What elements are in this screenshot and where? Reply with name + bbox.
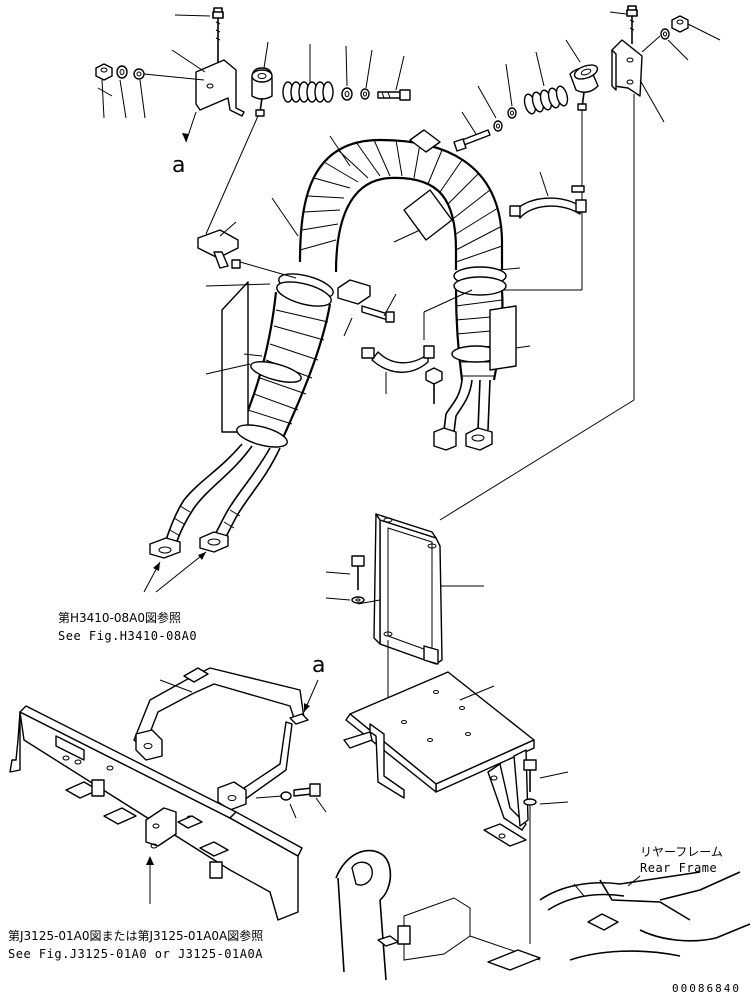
rear-frame-jp: リヤーフレーム xyxy=(640,845,723,859)
left-bracket-assembly xyxy=(95,7,245,143)
ref-h3410-jp: 第H3410-08A0図参照 xyxy=(58,610,181,625)
support-bracket-upright xyxy=(325,513,484,740)
rear-frame-en: Rear Frame xyxy=(640,861,717,875)
spring-mount-left xyxy=(205,41,411,235)
drawing-code: 00086840 xyxy=(672,982,741,995)
right-hose-section xyxy=(425,266,531,451)
rear-frame xyxy=(335,849,751,981)
ref-j3125-en: See Fig.J3125-01A0 or J3125-01A0A xyxy=(8,947,263,961)
detail-a-label-top: a xyxy=(172,153,185,178)
base-plate-bracket xyxy=(343,671,569,944)
wrapped-hose-arch xyxy=(271,129,504,273)
hose-clip-mid xyxy=(337,279,473,340)
clamp-strap-top xyxy=(509,171,587,219)
clamp-strap-bottom xyxy=(361,345,435,394)
ref-h3410-en: See Fig.H3410-08A0 xyxy=(58,629,197,643)
u-bracket xyxy=(133,667,327,819)
ref-j3125-jp: 第J3125-01A0図または第J3125-01A0A図参照 xyxy=(8,928,263,943)
detail-a-label-mid: a xyxy=(312,653,325,678)
hose-clip-left xyxy=(197,221,297,279)
spring-mount-right xyxy=(453,39,599,291)
left-hose-section xyxy=(143,273,334,593)
right-bracket-assembly xyxy=(439,5,721,521)
frame-beam xyxy=(9,705,303,921)
